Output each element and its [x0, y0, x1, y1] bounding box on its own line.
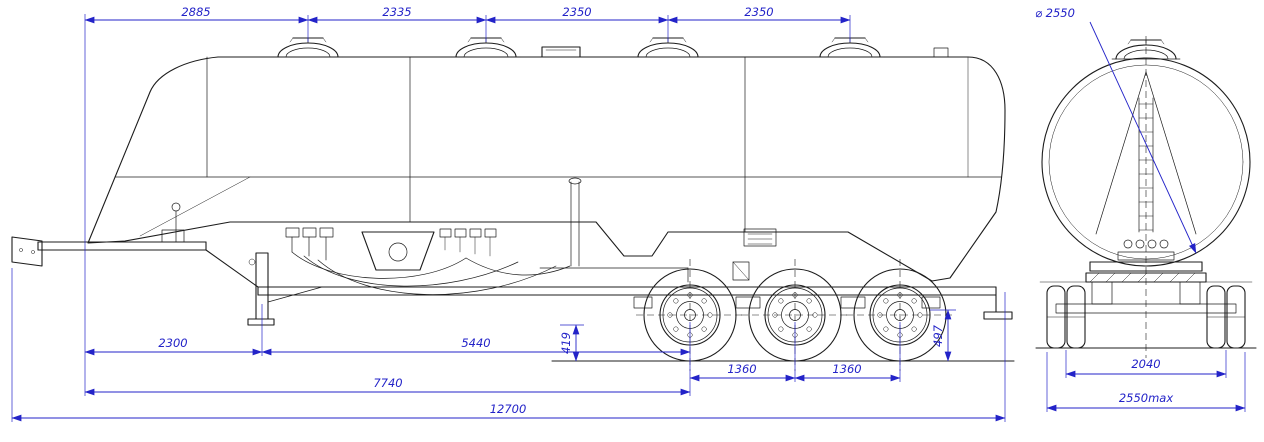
dim-hatch-spacing-2: 2335 — [307, 5, 487, 24]
tank-cross-section — [1041, 57, 1251, 267]
dim-label-hatch-spacing-3: 2350 — [562, 5, 591, 19]
chassis-component-box — [732, 261, 750, 281]
dim-landing-gear-to-axle: 5440 — [261, 336, 691, 356]
valve-cluster-mid — [439, 228, 497, 257]
air-coupling — [161, 202, 185, 243]
front-hopper-slope — [139, 176, 251, 237]
rear-top-bracket — [933, 47, 949, 58]
rear-frame — [1089, 261, 1203, 272]
dim-front-to-first-axle: 7740 — [84, 376, 691, 396]
dim-label-2550max: 2550max — [1119, 391, 1174, 405]
valve-cluster-front — [285, 227, 334, 261]
control-panel — [743, 228, 777, 247]
dim-label-hatch-spacing-4: 2350 — [744, 5, 773, 19]
rear-view — [1035, 36, 1257, 358]
rear-underrun-bar — [983, 311, 1013, 320]
chassis-frame — [257, 286, 1013, 320]
dim-front-to-landing-gear: 2300 — [84, 336, 263, 356]
dim-label-axle-spacing-2: 1360 — [832, 362, 861, 376]
dim-hatch-spacing-3: 2350 — [485, 5, 669, 24]
dim-label-12700: 12700 — [490, 402, 527, 416]
side-view — [11, 37, 1015, 372]
support-cradle — [361, 231, 435, 271]
dim-hatch-spacing-4: 2350 — [667, 5, 851, 24]
dim-label-hatch-spacing-2: 2335 — [382, 5, 411, 19]
rear-discharge-connections — [1117, 239, 1175, 261]
rear-axle — [1055, 303, 1237, 314]
tank-seams — [114, 56, 1002, 237]
dim-label-axle-spacing-1: 1360 — [727, 362, 756, 376]
dim-label-7740: 7740 — [373, 376, 402, 390]
aeration-piping — [291, 251, 689, 295]
suspension — [633, 296, 941, 309]
dim-axle-spacing-1: 1360 — [689, 362, 796, 382]
dim-overall-length: 12700 — [11, 402, 1006, 422]
dim-label-419: 419 — [559, 332, 573, 354]
dim-label-2040: 2040 — [1131, 357, 1160, 371]
dimension-annotations: 2885 2335 2350 2350 ⌀ 2550 2300 5440 — [11, 5, 1246, 422]
dim-label-tank-diameter: ⌀ 2550 — [1035, 6, 1075, 20]
dim-axle-spacing-2: 1360 — [794, 362, 901, 382]
dim-frame-height: 419 — [559, 324, 580, 362]
dim-tank-diameter: ⌀ 2550 — [1035, 6, 1197, 254]
rear-bumper-bar — [1085, 272, 1207, 283]
filler-pipe — [568, 177, 582, 267]
dim-label-hatch-spacing-1: 2885 — [181, 5, 210, 19]
dim-hatch-spacing-1: 2885 — [84, 5, 309, 24]
tank-body — [87, 56, 1006, 282]
rear-ladder — [1138, 97, 1154, 233]
dim-label-497: 497 — [931, 324, 945, 347]
extension-lines — [11, 14, 1246, 422]
dim-label-5440: 5440 — [461, 336, 490, 350]
vent-box — [541, 46, 581, 58]
kingpin-plate — [37, 241, 259, 288]
rear-suspension — [1055, 281, 1237, 314]
dim-overall-width: 2550max — [1046, 391, 1246, 412]
dim-label-2300: 2300 — [158, 336, 187, 350]
dim-rear-frame-height: 497 — [931, 309, 952, 362]
front-bumper-plate — [11, 236, 43, 267]
dim-rear-track: 2040 — [1065, 357, 1227, 378]
